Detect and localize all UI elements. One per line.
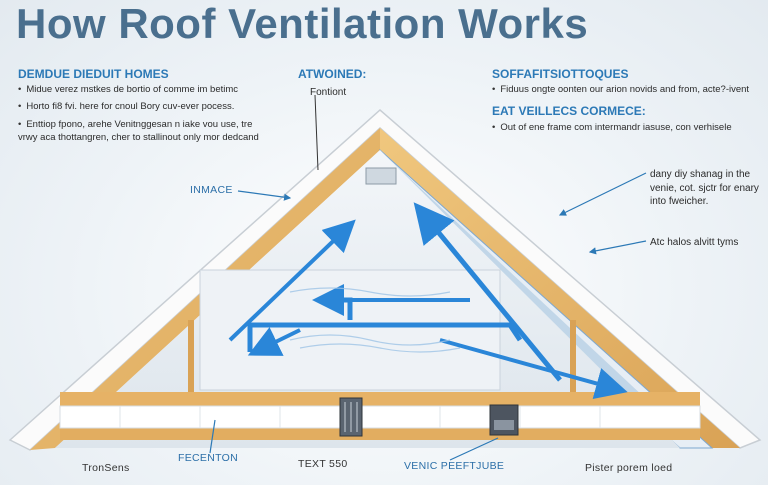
callout-inmace: INMACE bbox=[190, 184, 233, 196]
left-bullet-3: Enttiop fpono, arehe Venitnggesan n iake… bbox=[18, 119, 263, 145]
callout-line-note2 bbox=[588, 240, 647, 255]
callout-line-center bbox=[314, 94, 319, 171]
airflow-streaks bbox=[289, 287, 461, 353]
callout-vent: VENIC PEEFTJUBE bbox=[404, 460, 505, 472]
left-heading: DEMDUE DIEDUIT HOMES bbox=[18, 67, 169, 81]
ridge-vent bbox=[365, 167, 397, 185]
airflow-arrow-right-down bbox=[439, 338, 628, 399]
page-title: How Roof Ventilation Works bbox=[16, 0, 589, 47]
center-subtext: Fontiont bbox=[310, 87, 347, 98]
right-bullet-1: Fiduus ongte oonten our arion novids and… bbox=[492, 84, 762, 97]
callout-bottom-right: Pister porem loed bbox=[585, 462, 673, 474]
callout-line-vent bbox=[449, 437, 499, 461]
right-bullet-2: Out of ene frame com intermandr iasuse, … bbox=[492, 122, 762, 135]
attic-back-wall bbox=[199, 269, 501, 391]
callout-text: TEXT 550 bbox=[298, 458, 348, 470]
floor-insulation bbox=[59, 405, 701, 429]
right-heading-1: SOFFAFITSIOTTOQUES bbox=[492, 67, 629, 81]
center-heading: ATWOINED: bbox=[298, 67, 367, 81]
right-note-1: dany diy shanag in the venie, cot. sjctr… bbox=[650, 169, 759, 207]
airflow-arrow-down-left bbox=[247, 327, 301, 356]
stud-left bbox=[188, 320, 194, 392]
rafter-right bbox=[380, 128, 740, 448]
airflow-arrow-right-rafter bbox=[413, 202, 562, 382]
callout-line-fecenton bbox=[209, 419, 216, 454]
callout-bottom-left: TronSens bbox=[82, 462, 130, 474]
floor-joist-1 bbox=[60, 392, 700, 406]
left-bullet-2: Horto fi8 fvi. here for cnoul Bory cuv-e… bbox=[18, 101, 258, 114]
right-heading-2: EAT VEILLECS CORMECE: bbox=[492, 104, 646, 118]
callout-fecenton: FECENTON bbox=[178, 452, 238, 464]
stud-right bbox=[570, 320, 576, 392]
left-bullet-1: Midue verez mstkes de bortio of comme im… bbox=[18, 84, 258, 97]
callout-line-inmace bbox=[237, 190, 292, 201]
right-note-2: Atc halos alvitt tyms bbox=[650, 237, 739, 248]
floor-joist-2 bbox=[60, 428, 700, 440]
airflow-arrow-left-rafter bbox=[228, 219, 356, 342]
callout-line-note1 bbox=[558, 172, 647, 216]
